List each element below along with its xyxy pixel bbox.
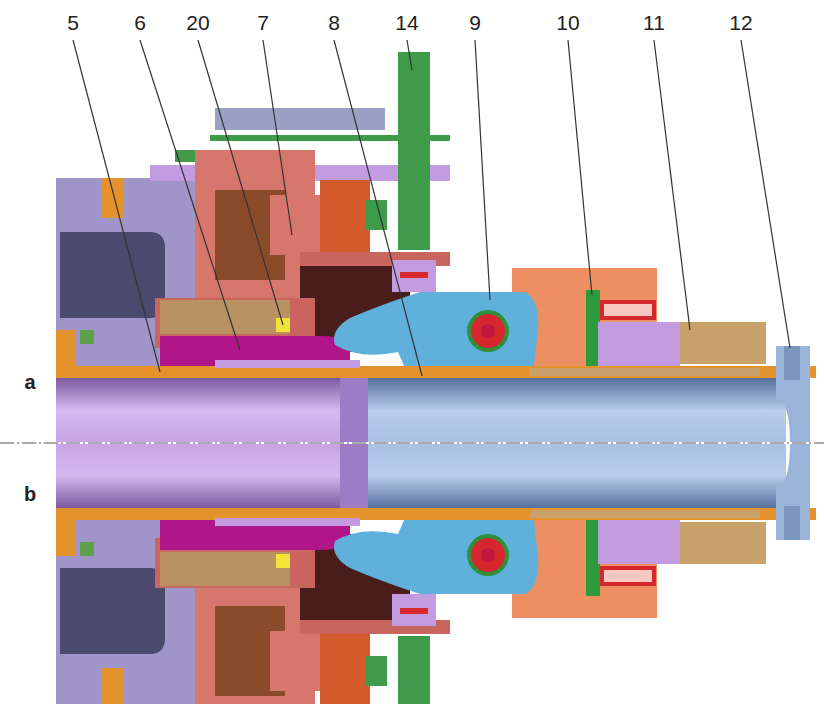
- view-letter: b: [24, 484, 36, 504]
- lower-section: [56, 443, 816, 704]
- callout-number: 6: [134, 12, 146, 33]
- callout-number: 11: [643, 12, 665, 33]
- center-line: [0, 443, 824, 444]
- upper-section: [56, 52, 816, 443]
- leader-lines: [73, 40, 790, 376]
- callout-number: 20: [186, 12, 209, 33]
- callout-number: 8: [328, 12, 340, 33]
- view-letter: a: [24, 372, 35, 392]
- callout-number: 9: [469, 12, 481, 33]
- callout-number: 5: [67, 12, 79, 33]
- callout-number: 14: [395, 12, 418, 33]
- callout-number: 7: [257, 12, 269, 33]
- callout-number: 12: [729, 12, 752, 33]
- axis-gap: [0, 442, 824, 444]
- callout-number: 10: [556, 12, 579, 33]
